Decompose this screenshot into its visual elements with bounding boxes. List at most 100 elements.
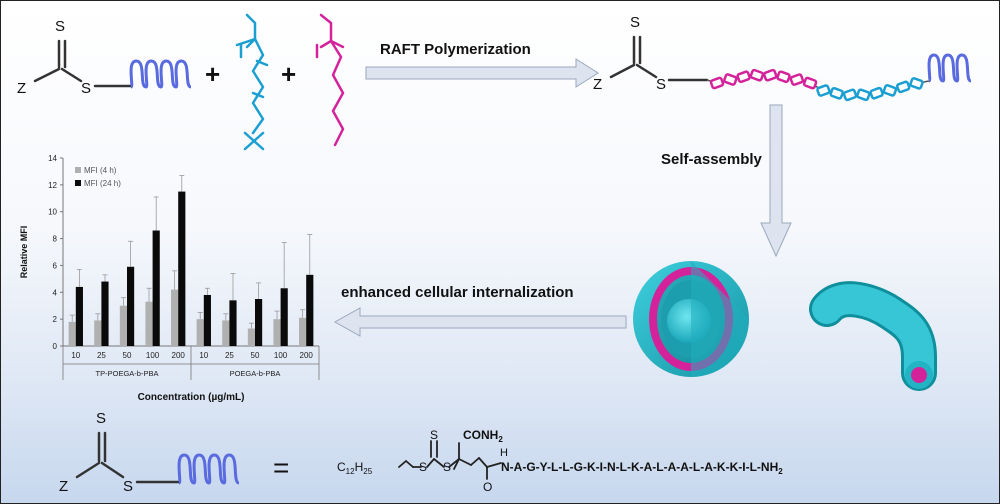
x-tick-label: 200: [172, 351, 186, 360]
x-tick-label: 100: [274, 351, 288, 360]
equals-sign: =: [273, 452, 289, 483]
bar-4h: [119, 305, 127, 346]
bar-24h: [127, 266, 135, 346]
internalization-arrow: [333, 307, 627, 337]
x-tick-label: 25: [97, 351, 106, 360]
plus-sign-1: +: [205, 59, 220, 89]
y-tick-label: 12: [48, 181, 57, 190]
monomer-bead: [816, 84, 831, 97]
y-axis-label: Relative MFI: [19, 226, 29, 279]
y-tick-label: 14: [48, 154, 57, 163]
self-assembly-arrow: [760, 104, 792, 258]
monomer-bead: [909, 77, 924, 90]
bar-4h: [247, 328, 255, 346]
raft-agent-definition: [75, 431, 181, 484]
bar-24h: [178, 191, 186, 346]
peptide-helix: [129, 59, 192, 89]
raft-agent-reactant: [33, 39, 133, 88]
monomer-bead: [882, 84, 898, 97]
bar-4h: [222, 320, 230, 346]
monomer-bead: [736, 70, 751, 84]
internalization-label: enhanced cellular internalization: [341, 284, 574, 301]
peptide-conjugate-structure: [398, 440, 502, 480]
s-atom-product: S: [656, 76, 666, 93]
bar-24h: [203, 294, 211, 346]
raft-agent-product: [609, 35, 709, 82]
group-label: TP-POEGA-b-PBA: [96, 369, 159, 378]
s-atom-chain-2: S: [443, 460, 451, 474]
peptide-helix-product: [927, 53, 972, 83]
bar-24h: [255, 299, 263, 346]
monomer-bead: [895, 80, 911, 94]
s-atom: S: [81, 80, 91, 97]
group-label: POEGA-b-PBA: [230, 369, 281, 378]
legend-swatch: [75, 180, 81, 186]
s-atom-chain-3: S: [430, 428, 438, 442]
bar-4h: [171, 289, 179, 346]
peptide-helix-definition: [177, 453, 240, 485]
plus-sign-2: +: [281, 59, 296, 89]
monomer-bead: [869, 86, 884, 100]
s-atom-top: S: [55, 18, 65, 35]
o-atom: O: [483, 480, 492, 494]
oega-monomer: [235, 13, 269, 151]
bar-24h: [101, 281, 109, 346]
x-tick-label: 50: [251, 351, 260, 360]
y-tick-label: 6: [53, 261, 58, 270]
monomer-bead: [829, 86, 844, 100]
monomer-bead: [749, 68, 765, 82]
y-tick-label: 10: [48, 208, 57, 217]
x-tick-label: 25: [225, 351, 234, 360]
bar-24h: [152, 230, 160, 346]
monomer-bead: [802, 76, 818, 90]
copolymer-block-chain: [706, 68, 930, 102]
s-atom-definition: S: [123, 478, 133, 495]
bar-24h: [75, 286, 83, 346]
monomer-bead: [856, 88, 871, 102]
x-axis-label: Concentration (µg/mL): [138, 392, 245, 403]
legend-entry: MFI (24 h): [84, 179, 121, 188]
legend-swatch: [75, 167, 81, 173]
ba-monomer: [315, 13, 345, 147]
monomer-bead: [723, 73, 738, 86]
bar-4h: [94, 320, 102, 346]
s-atom-chain-1: S: [419, 460, 427, 474]
s-atom-top-product: S: [630, 14, 640, 31]
x-tick-label: 10: [199, 351, 208, 360]
worm-micelle: [809, 281, 937, 391]
bar-4h: [145, 301, 153, 346]
y-tick-label: 2: [53, 315, 58, 324]
bar-24h: [280, 288, 288, 346]
s-atom-top-definition: S: [96, 410, 106, 427]
raft-arrow: [365, 58, 599, 88]
bar-24h: [229, 300, 237, 346]
monomer-bead: [842, 88, 858, 102]
y-tick-label: 0: [53, 342, 58, 351]
bar-4h: [196, 319, 204, 346]
monomer-bead: [762, 68, 778, 82]
h-atom: H: [500, 447, 508, 459]
z-group: Z: [17, 80, 26, 97]
z-group-definition: Z: [59, 478, 68, 495]
alkyl-chain-label: C12H25: [337, 460, 373, 476]
y-tick-label: 8: [53, 235, 58, 244]
peptide-sequence: N-A-G-Y-L-L-G-K-I-N-L-K-A-L-A-A-L-A-K-K-…: [501, 460, 783, 476]
conh2-group: CONH2: [463, 428, 503, 444]
monomer-bead: [709, 76, 725, 90]
x-tick-label: 100: [146, 351, 160, 360]
self-assembly-label: Self-assembly: [661, 151, 762, 168]
x-tick-label: 10: [71, 351, 80, 360]
bar-24h: [306, 274, 314, 346]
monomer-bead: [776, 70, 791, 84]
raft-polymerization-label: RAFT Polymerization: [380, 41, 531, 58]
bar-4h: [68, 321, 76, 346]
x-tick-label: 50: [123, 351, 132, 360]
legend-entry: MFI (4 h): [84, 166, 117, 175]
bar-4h: [273, 319, 281, 346]
z-group-product: Z: [593, 76, 602, 93]
monomer-bead: [789, 73, 805, 86]
x-tick-label: 200: [300, 351, 314, 360]
